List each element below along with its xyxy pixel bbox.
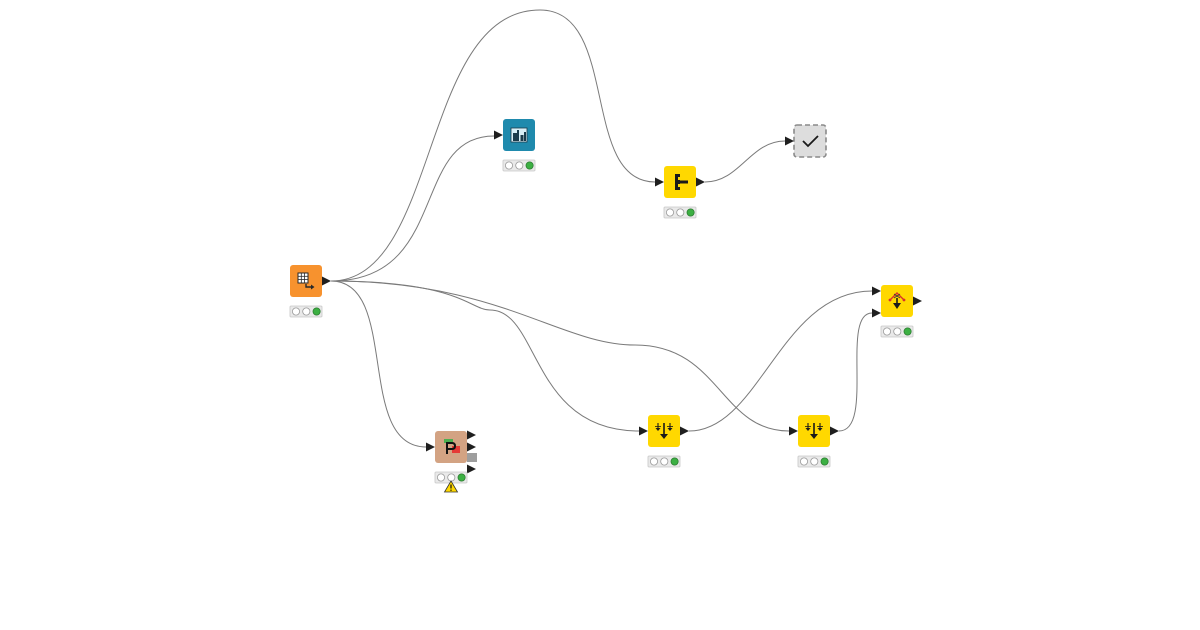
input-port[interactable]: [639, 426, 648, 436]
status-light-off: [800, 457, 809, 466]
connections-layer: [330, 9, 873, 448]
node-body[interactable]: [435, 431, 467, 463]
status-light-green: [670, 457, 679, 466]
status-traffic-light: [797, 455, 831, 468]
bar-chart-icon: [510, 127, 528, 143]
input-port[interactable]: [872, 308, 881, 318]
status-light-green: [457, 473, 466, 482]
connection-table-creator-to-python-script[interactable]: [330, 280, 427, 448]
status-light-off: [810, 457, 819, 466]
node-body[interactable]: [793, 124, 827, 158]
status-traffic-light: [647, 455, 681, 468]
status-light-off: [302, 307, 311, 316]
connection-table-creator-to-column-filter[interactable]: [330, 9, 656, 282]
output-port[interactable]: [467, 430, 476, 440]
status-light-green: [312, 307, 321, 316]
nodes-layer: [289, 119, 922, 493]
status-traffic-light: [663, 206, 697, 219]
column-filter-node[interactable]: [655, 166, 705, 219]
connection-table-creator-to-sorter-1[interactable]: [330, 280, 640, 432]
sorter-icon: [805, 423, 823, 439]
table-creator-node[interactable]: [289, 265, 331, 318]
connection-table-creator-to-sorter-2[interactable]: [330, 280, 790, 432]
status-traffic-light: [434, 471, 468, 484]
output-port[interactable]: [913, 296, 922, 306]
sorter-1-node[interactable]: [639, 415, 689, 468]
bar-chart-node[interactable]: [494, 119, 536, 172]
sorter-2-node[interactable]: [789, 415, 839, 468]
output-port[interactable]: [467, 464, 476, 474]
joiner-node[interactable]: [872, 285, 922, 338]
joiner-icon: [888, 292, 906, 309]
status-light-off: [650, 457, 659, 466]
warning-icon: [443, 480, 459, 493]
input-port[interactable]: [789, 426, 798, 436]
connection-column-filter-to-component-output[interactable]: [704, 140, 786, 183]
status-light-off: [893, 327, 902, 336]
python-script-node[interactable]: [426, 430, 477, 493]
output-port[interactable]: [467, 442, 476, 452]
status-light-off: [676, 208, 685, 217]
connection-sorter-1-to-joiner[interactable]: [688, 290, 873, 432]
output-port[interactable]: [696, 177, 705, 187]
status-light-green: [686, 208, 695, 217]
status-light-off: [515, 161, 524, 170]
status-light-green: [820, 457, 829, 466]
status-light-green: [903, 327, 912, 336]
status-light-off: [660, 457, 669, 466]
table-creator-icon: [297, 272, 315, 290]
status-traffic-light: [289, 305, 323, 318]
status-light-green: [525, 161, 534, 170]
checkmark-icon: [802, 135, 819, 148]
status-traffic-light: [880, 325, 914, 338]
status-light-off: [436, 473, 445, 482]
sorter-icon: [655, 423, 673, 439]
status-light-off: [666, 208, 675, 217]
python-script-icon: [444, 439, 460, 454]
connection-sorter-2-to-joiner[interactable]: [838, 312, 873, 432]
output-port[interactable]: [830, 426, 839, 436]
status-light-off: [883, 327, 892, 336]
column-filter-icon: [675, 174, 688, 190]
image-output-port[interactable]: [467, 453, 477, 462]
input-port[interactable]: [785, 136, 794, 146]
status-traffic-light: [502, 159, 536, 172]
connection-table-creator-to-bar-chart[interactable]: [330, 135, 495, 282]
input-port[interactable]: [426, 442, 435, 452]
status-light-off: [447, 473, 456, 482]
component-output-node[interactable]: [785, 124, 827, 158]
output-port[interactable]: [322, 276, 331, 286]
input-port[interactable]: [494, 130, 503, 140]
output-port[interactable]: [680, 426, 689, 436]
status-light-off: [504, 161, 513, 170]
input-port[interactable]: [655, 177, 664, 187]
status-light-off: [291, 307, 300, 316]
input-port[interactable]: [872, 286, 881, 296]
